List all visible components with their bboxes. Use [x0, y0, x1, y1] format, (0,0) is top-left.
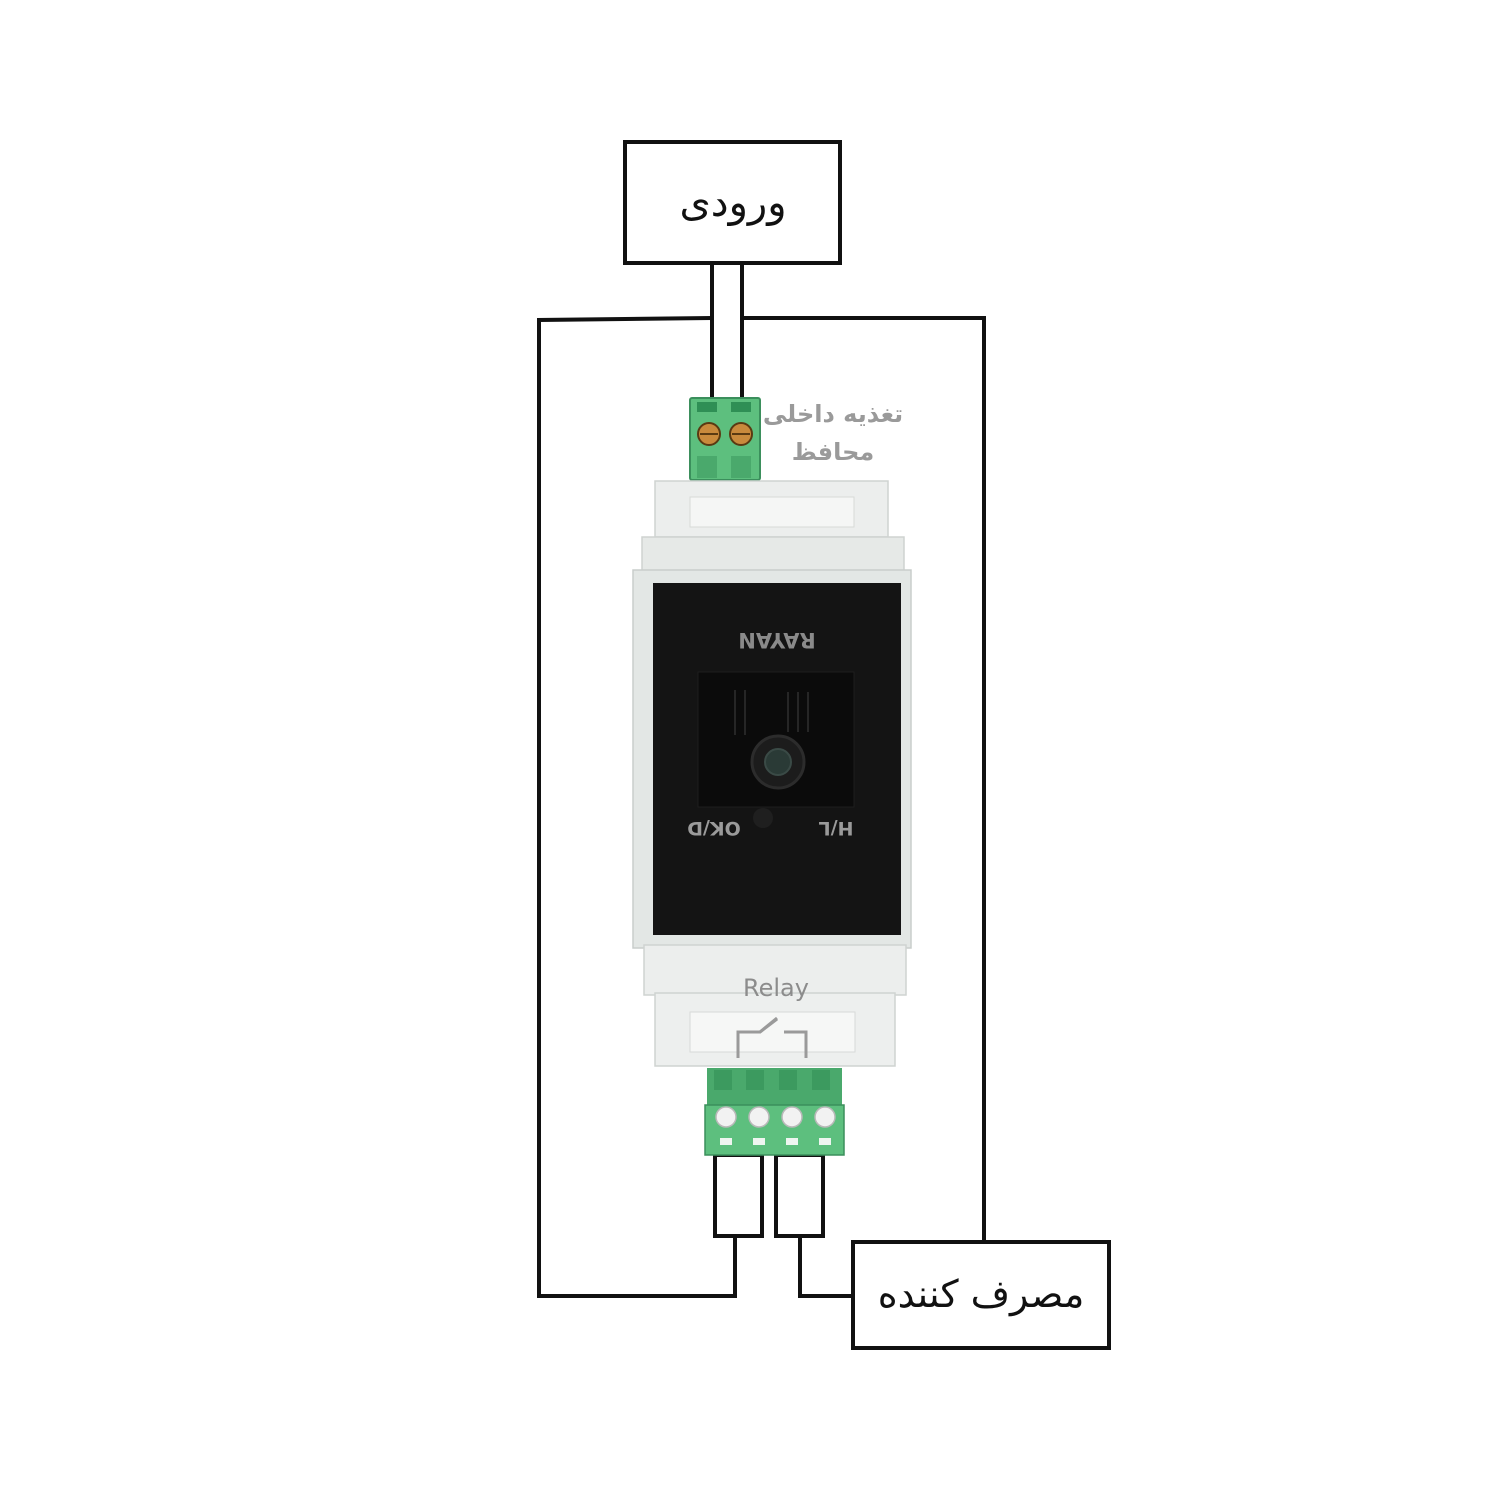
relay-right-pair-wire	[774, 1153, 825, 1238]
relay-terminal-screw-2	[748, 1106, 770, 1128]
relay-to-consumer-wire	[798, 1236, 853, 1298]
relay-terminal-screw-1	[715, 1106, 737, 1128]
power-caption-line1: تغذیه داخلی	[763, 400, 903, 428]
input-box: ورودی	[623, 140, 842, 265]
ok-d-label: OK/D	[687, 817, 741, 839]
input-wire-pair	[710, 263, 744, 398]
brand-label: RAYAN	[738, 628, 815, 652]
relay-marking: Relay	[736, 974, 809, 1058]
pcb-traces	[734, 690, 809, 735]
right-loop-wire	[742, 316, 986, 1242]
relay-terminal-screw-3	[781, 1106, 803, 1128]
left-loop-wire	[537, 316, 737, 1298]
relay-terminal-block	[704, 1068, 845, 1156]
consumer-box-label: مصرف کننده	[878, 1272, 1085, 1317]
power-terminal-block	[689, 397, 761, 481]
device-faceplate: RAYAN OK/D H/L	[653, 583, 901, 935]
consumer-box: مصرف کننده	[851, 1240, 1111, 1350]
h-l-label: H/L	[819, 817, 854, 839]
wires	[537, 263, 986, 1298]
relay-label: Relay	[743, 974, 809, 1002]
power-caption-line2: محافظ	[792, 438, 875, 466]
input-box-label: ورودی	[679, 180, 786, 226]
power-terminal-caption: تغذیه داخلی محافظ	[763, 400, 903, 466]
relay-terminal-screw-4	[814, 1106, 836, 1128]
relay-left-pair-wire	[713, 1153, 764, 1238]
status-led	[753, 808, 773, 828]
